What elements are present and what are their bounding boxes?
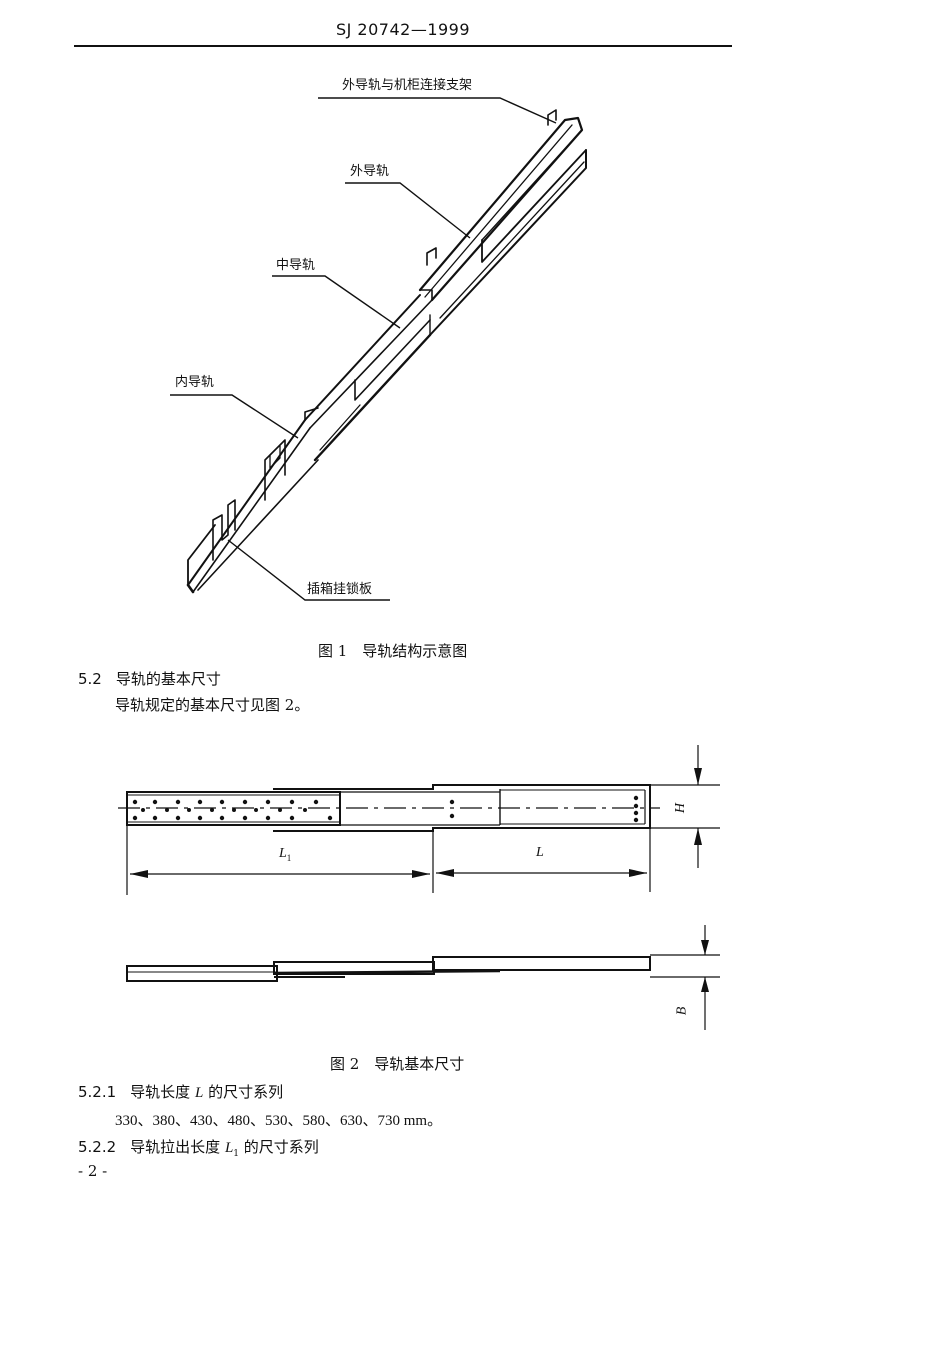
dim-subscript: 1 [286,852,292,863]
section-number: 5.2 [78,670,102,688]
section-5-2-heading: 5.2 导轨的基本尺寸 [78,668,221,689]
variable-L1: L [224,1140,234,1156]
section-number: 5.2.1 [78,1083,117,1101]
label-outer-rail-cabinet-bracket: 外导轨与机柜连接支架 [342,78,473,93]
dim-label-L: L [536,845,544,860]
figure2-rail-dimension-drawing [118,745,720,1030]
section-title-part: 导轨长度 [130,1083,195,1101]
dim-label-L1: L1 [279,846,291,863]
label-middle-rail: 中导轨 [276,258,316,273]
figure1-rail-structure-drawing [170,97,587,601]
section-title: 导轨的基本尺寸 [115,670,221,688]
label-lock-plate: 插箱挂锁板 [307,582,373,597]
length-series-values: 330、380、430、480、530、580、630、730 mm。 [115,1113,443,1129]
section-5-2-2-heading: 5.2.2 导轨拉出长度 L1 的尺寸系列 [78,1136,319,1159]
figure1-caption: 图 1 导轨结构示意图 [318,642,468,660]
section-title-part: 导轨拉出长度 [130,1138,225,1156]
variable-L: L [194,1085,204,1101]
variable-subscript: 1 [233,1149,240,1159]
section-title-part: 的尺寸系列 [203,1083,284,1101]
label-inner-rail: 内导轨 [175,375,215,390]
section-5-2-body: 导轨规定的基本尺寸见图 2。 [115,696,310,714]
page-header-standard-code: SJ 20742—1999 [335,20,471,39]
section-5-2-1-heading: 5.2.1 导轨长度 L 的尺寸系列 [78,1081,283,1102]
dim-label-B: B [674,1006,690,1016]
section-title-part: 的尺寸系列 [239,1138,319,1156]
label-outer-rail: 外导轨 [350,164,390,179]
section-number: 5.2.2 [78,1138,117,1156]
dim-label-H: H [673,802,689,814]
figure2-caption: 图 2 导轨基本尺寸 [330,1055,465,1073]
dim-var: L [279,846,287,861]
page-number: - 2 - [78,1162,108,1180]
header-rule [74,45,732,47]
